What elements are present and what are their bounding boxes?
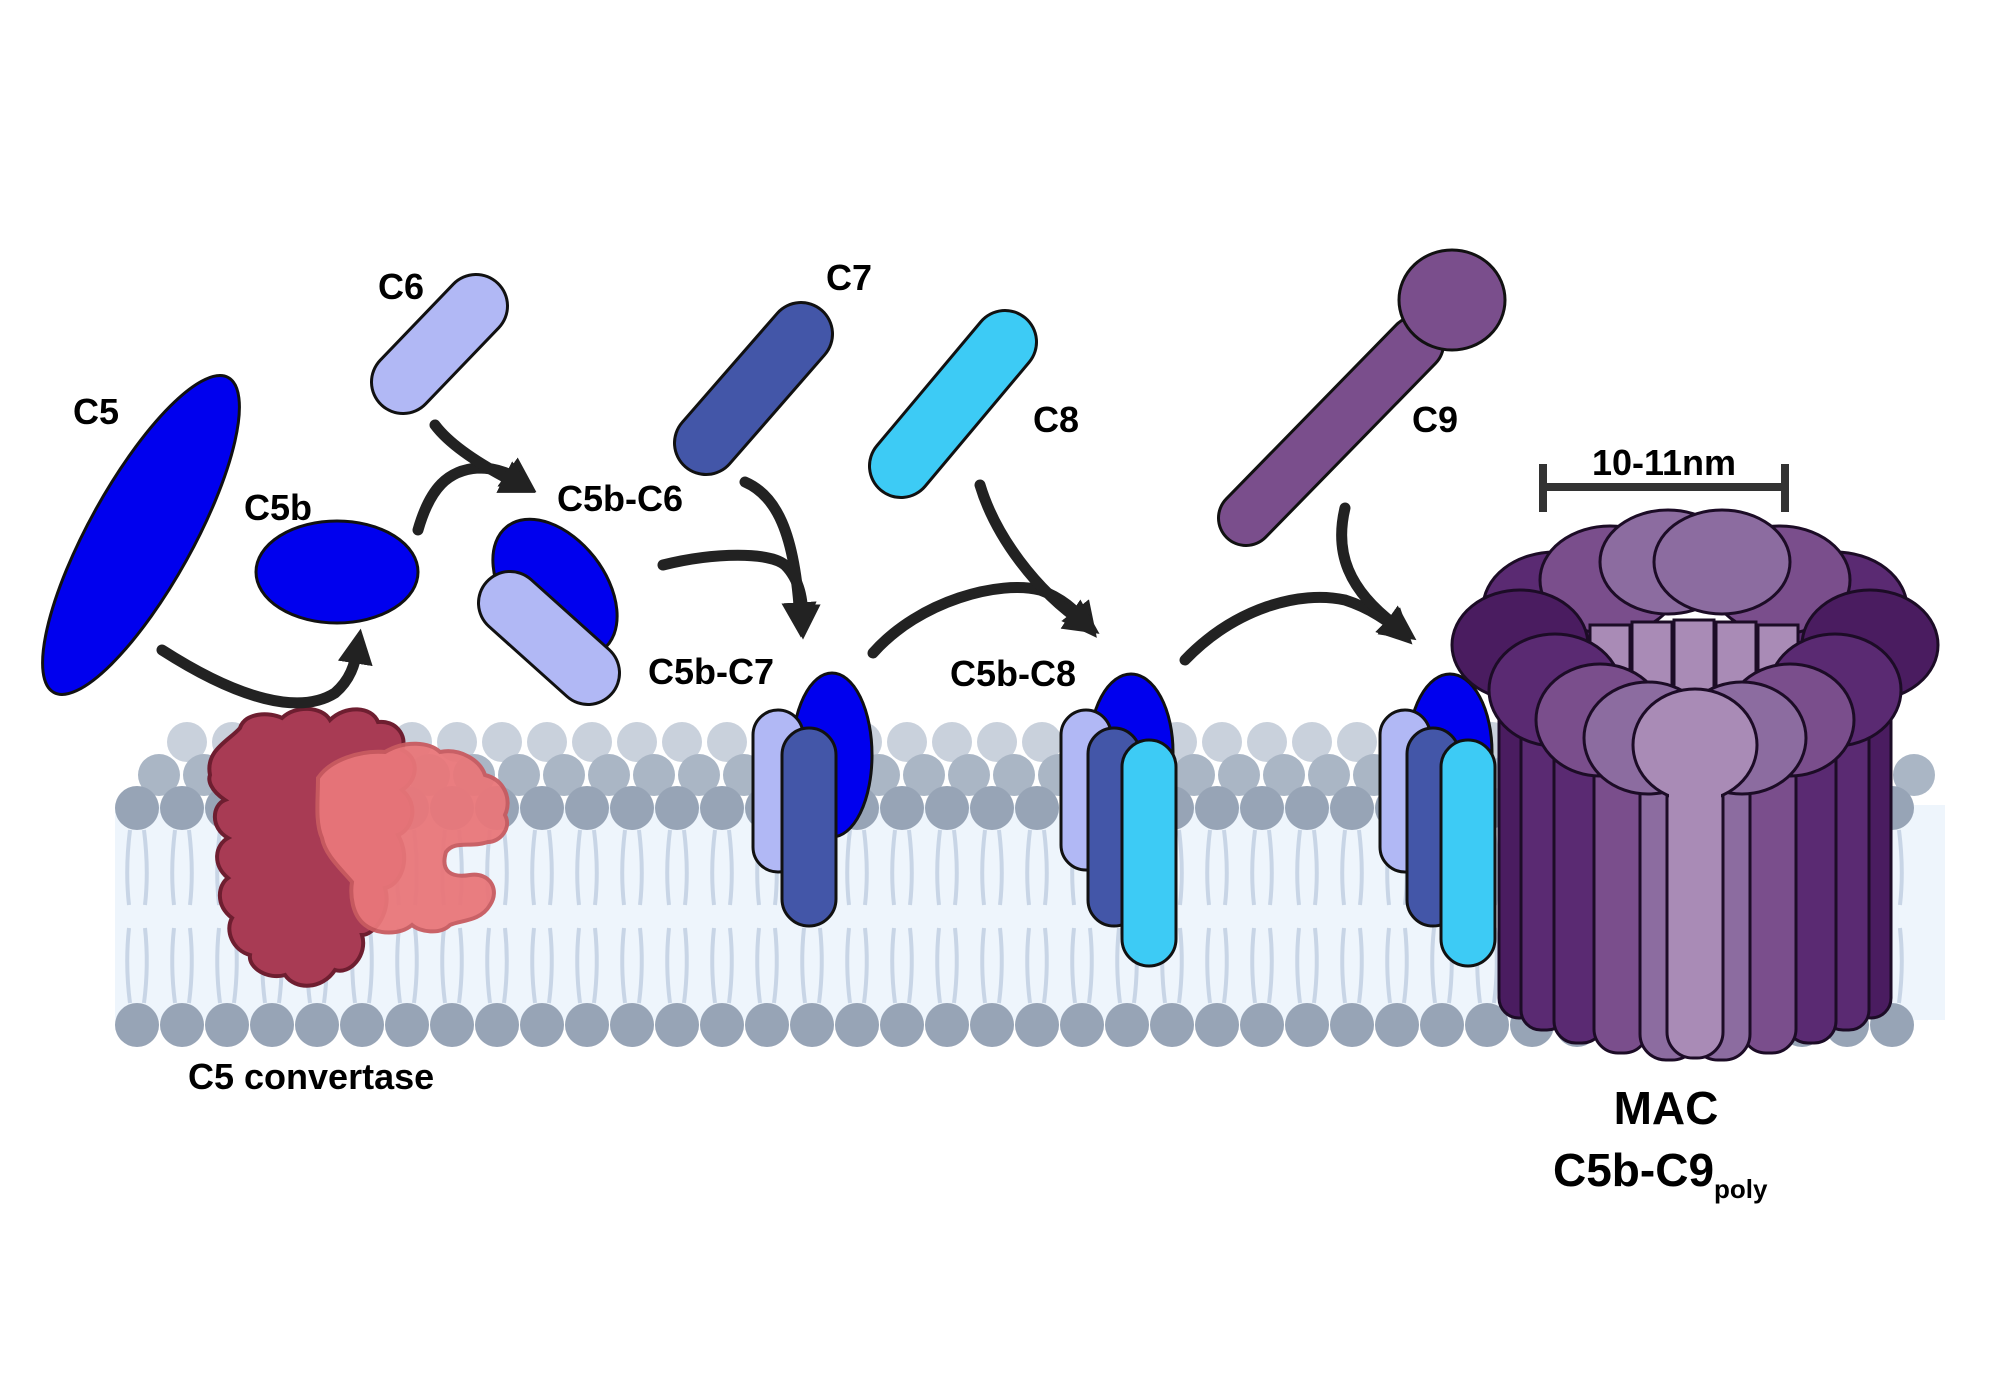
pathway-arrows bbox=[156, 419, 1417, 709]
arrow-c6-to-c5b-c6 bbox=[429, 419, 536, 493]
arrow-c7-to-c5b-c7 bbox=[739, 476, 817, 638]
label-mac: MAC bbox=[1614, 1082, 1719, 1134]
label-scale-size: 10-11nm bbox=[1592, 442, 1736, 483]
label-c5-convertase: C5 convertase bbox=[188, 1056, 434, 1097]
c5b-c7-complex bbox=[751, 671, 874, 928]
c5b-c8-complex bbox=[1059, 672, 1178, 968]
arrow-c5b-c6-to-c5b-c7 bbox=[657, 549, 821, 640]
arrow-c9-to-mac bbox=[1336, 502, 1417, 641]
scale-bar bbox=[1539, 464, 1789, 512]
label-mac-formula-main: C5b-C9 bbox=[1553, 1144, 1714, 1196]
label-c8: C8 bbox=[1033, 399, 1079, 440]
label-c9: C9 bbox=[1412, 399, 1458, 440]
label-mac-formula-subscript: poly bbox=[1714, 1174, 1768, 1204]
label-c5b-c6: C5b-C6 bbox=[557, 478, 683, 519]
arrow-c8-to-c5b-c8 bbox=[974, 479, 1100, 634]
c5-protein bbox=[41, 374, 241, 696]
label-c5b: C5b bbox=[244, 487, 312, 528]
c9-protein bbox=[1217, 248, 1507, 547]
label-c5: C5 bbox=[73, 391, 119, 432]
label-c6: C6 bbox=[378, 266, 424, 307]
arrow-c5-to-c5b bbox=[156, 628, 373, 709]
label-mac-formula: C5b-C9poly bbox=[1553, 1144, 1768, 1204]
c5b-c6-complex bbox=[477, 517, 621, 706]
label-c5b-c8: C5b-C8 bbox=[950, 653, 1076, 694]
label-c5b-c7: C5b-C7 bbox=[648, 651, 774, 692]
mac-pore bbox=[1378, 508, 1940, 1062]
c5b-protein bbox=[254, 519, 420, 625]
label-c7: C7 bbox=[826, 257, 872, 298]
c5-convertase-protein bbox=[207, 706, 510, 988]
